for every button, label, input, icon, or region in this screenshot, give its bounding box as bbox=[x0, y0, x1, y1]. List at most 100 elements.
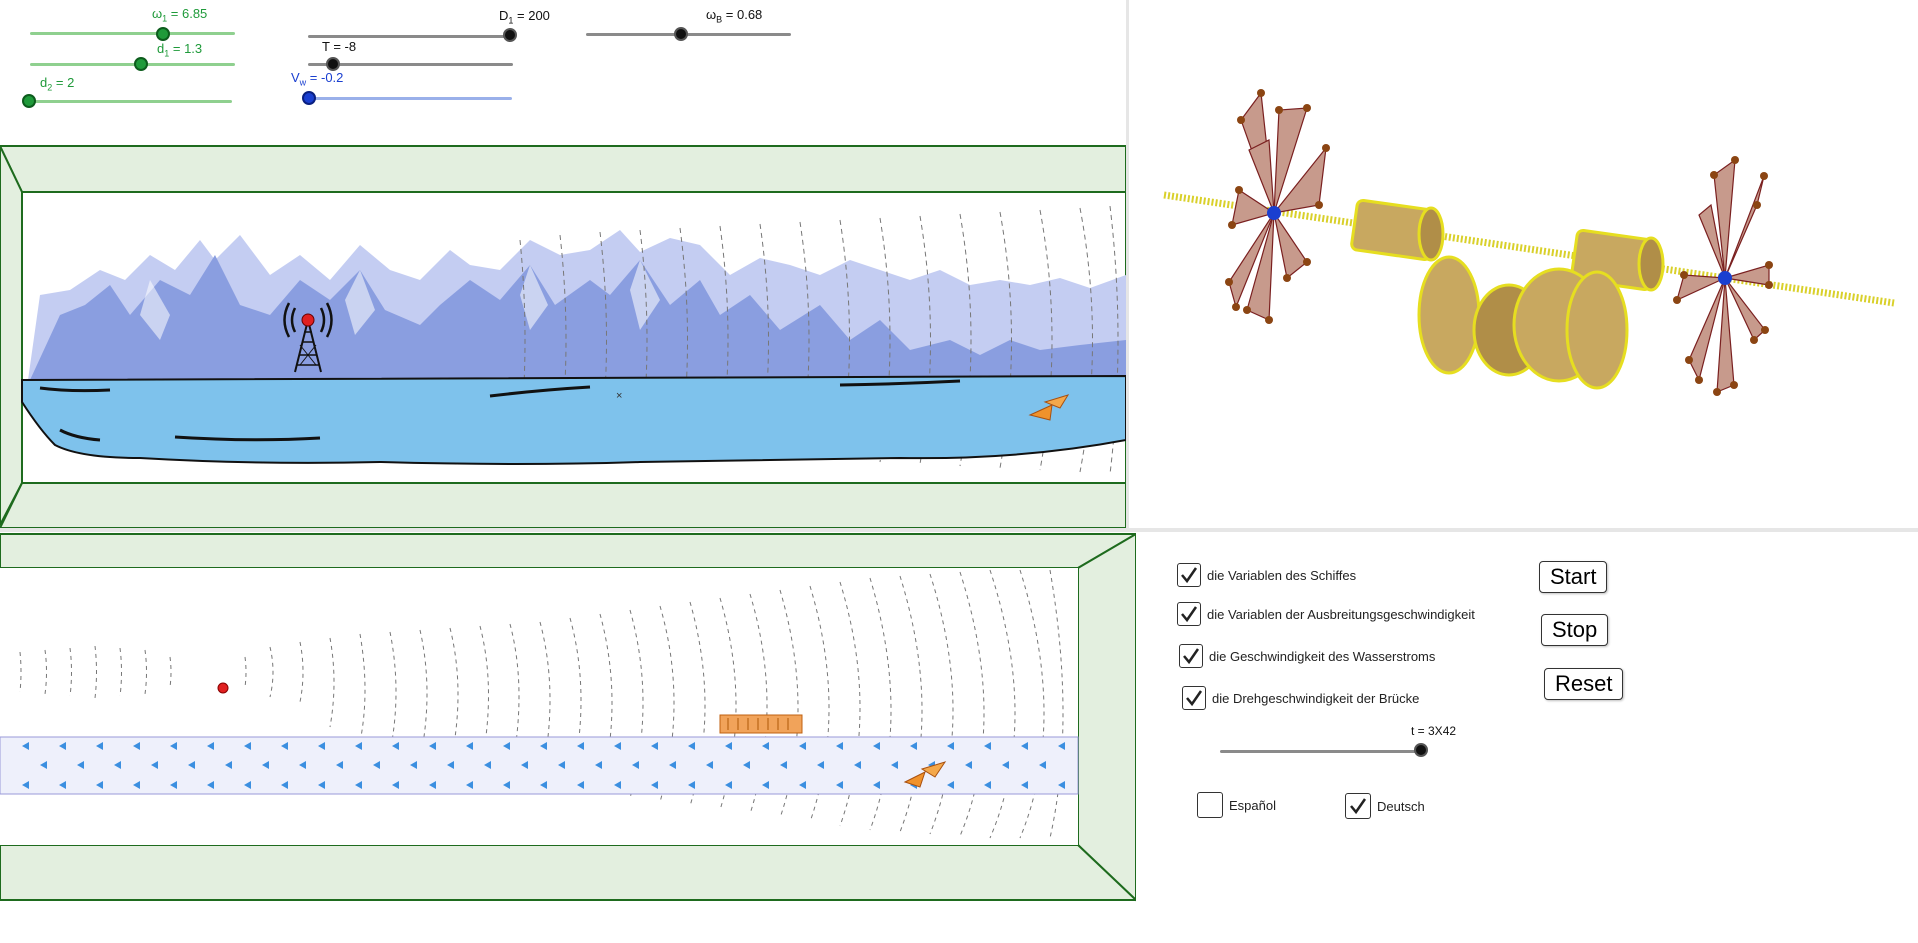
omega1-label: ω1 = 6.85 bbox=[152, 6, 208, 24]
current-arrow-icon bbox=[336, 761, 343, 769]
current-arrow-icon bbox=[651, 781, 658, 789]
checkbox-box[interactable] bbox=[1345, 793, 1371, 819]
checkbox-deutsch[interactable]: Deutsch bbox=[1345, 793, 1425, 819]
current-arrow-icon bbox=[355, 781, 362, 789]
current-arrow-icon bbox=[1058, 742, 1065, 750]
current-arrow-icon bbox=[540, 781, 547, 789]
river-top-view[interactable] bbox=[0, 532, 1136, 902]
T-label: T = -8 bbox=[322, 39, 357, 54]
current-arrow-icon bbox=[244, 742, 251, 750]
checkbox-label: Español bbox=[1229, 797, 1276, 813]
lake-scene-view[interactable]: × bbox=[0, 140, 1126, 528]
Vw-knob[interactable] bbox=[302, 91, 316, 105]
Vw-label: Vw = -0.2 bbox=[291, 70, 344, 88]
d2-track[interactable] bbox=[25, 100, 232, 103]
current-arrow-icon bbox=[688, 781, 695, 789]
current-arrow-icon bbox=[429, 742, 436, 750]
current-arrow-icon bbox=[318, 781, 325, 789]
current-arrow-icon bbox=[114, 761, 121, 769]
start-button[interactable]: Start bbox=[1539, 561, 1608, 593]
current-arrow-icon bbox=[22, 781, 29, 789]
current-arrow-icon bbox=[59, 742, 66, 750]
omegaB-label: ωB = 0.68 bbox=[706, 7, 763, 25]
current-arrow-icon bbox=[244, 781, 251, 789]
ship-bottom bbox=[903, 761, 947, 788]
current-arrow-icon bbox=[669, 761, 676, 769]
T-track[interactable] bbox=[308, 63, 513, 66]
current-arrow-icon bbox=[77, 761, 84, 769]
T-knob[interactable] bbox=[326, 57, 340, 71]
Vw-track[interactable] bbox=[307, 97, 512, 100]
frame-top-2 bbox=[0, 533, 1136, 569]
omega1-knob[interactable] bbox=[156, 27, 170, 41]
bridge-planks bbox=[727, 718, 789, 730]
checkbox-label: die Variablen der Ausbreitungsgeschwindi… bbox=[1207, 606, 1475, 622]
right-wheel-joints bbox=[1673, 156, 1773, 396]
t-label: t = 3X42 bbox=[1411, 724, 1457, 738]
omegaB-knob[interactable] bbox=[674, 27, 688, 41]
current-arrow-icon bbox=[799, 781, 806, 789]
D1-knob[interactable] bbox=[503, 28, 517, 42]
checkbox-label: die Variablen des Schiffes bbox=[1207, 567, 1357, 583]
D1-track[interactable] bbox=[308, 35, 513, 38]
frame-left bbox=[0, 145, 23, 526]
frame-right-2 bbox=[1077, 532, 1136, 902]
river-strip bbox=[0, 736, 1079, 795]
frame-top bbox=[0, 145, 1126, 193]
checkbox-box[interactable] bbox=[1179, 644, 1203, 668]
checkbox-label: die Drehgeschwindigkeit der Brücke bbox=[1212, 690, 1420, 706]
checkbox-espanol[interactable]: Español bbox=[1197, 792, 1276, 818]
current-arrow-icon bbox=[410, 761, 417, 769]
left-wheel-joints bbox=[1225, 89, 1330, 324]
frame-bottom bbox=[0, 482, 1126, 528]
current-arrow-icon bbox=[355, 742, 362, 750]
transmitter-dot bbox=[217, 682, 229, 694]
checkbox-box[interactable] bbox=[1182, 686, 1206, 710]
current-arrow-icon bbox=[281, 742, 288, 750]
current-arrow-icon bbox=[521, 761, 528, 769]
d1-track[interactable] bbox=[30, 63, 235, 66]
current-arrow-icon bbox=[262, 761, 269, 769]
checkbox-box[interactable] bbox=[1197, 792, 1223, 818]
checkbox-ship-variables[interactable]: die Variablen des Schiffes bbox=[1177, 563, 1356, 587]
checkbox-bridge-rotation-speed[interactable]: die Drehgeschwindigkeit der Brücke bbox=[1182, 686, 1419, 710]
current-arrows bbox=[22, 742, 1065, 789]
current-arrow-icon bbox=[947, 781, 954, 789]
current-arrow-icon bbox=[133, 742, 140, 750]
checkbox-propagation-variables[interactable]: die Variablen der Ausbreitungsgeschwindi… bbox=[1177, 602, 1475, 626]
current-arrow-icon bbox=[466, 742, 473, 750]
bridge-3d-view[interactable] bbox=[1129, 0, 1918, 528]
current-arrow-icon bbox=[392, 742, 399, 750]
omega1-track[interactable] bbox=[30, 32, 235, 35]
t-track[interactable] bbox=[1220, 750, 1422, 753]
right-wheel-hub bbox=[1718, 271, 1732, 285]
lake-water bbox=[21, 374, 1126, 465]
left-sail-wheel bbox=[1228, 91, 1327, 321]
right-sail-wheel bbox=[1676, 158, 1770, 393]
checkbox-water-current-speed[interactable]: die Geschwindigkeit des Wasserstroms bbox=[1179, 644, 1435, 668]
current-arrow-icon bbox=[170, 781, 177, 789]
reset-button[interactable]: Reset bbox=[1544, 668, 1624, 700]
current-arrow-icon bbox=[873, 742, 880, 750]
checkmark-icon bbox=[1350, 798, 1367, 815]
current-arrow-icon bbox=[743, 761, 750, 769]
current-arrow-icon bbox=[207, 781, 214, 789]
stop-button[interactable]: Stop bbox=[1541, 614, 1609, 646]
t-knob[interactable] bbox=[1414, 743, 1428, 757]
checkbox-box[interactable] bbox=[1177, 563, 1201, 587]
checkbox-box[interactable] bbox=[1177, 602, 1201, 626]
current-arrow-icon bbox=[151, 761, 158, 769]
checkbox-label: Deutsch bbox=[1377, 798, 1425, 814]
current-arrow-icon bbox=[447, 761, 454, 769]
current-arrow-icon bbox=[503, 781, 510, 789]
omegaB-track[interactable] bbox=[586, 33, 791, 36]
current-arrow-icon bbox=[873, 781, 880, 789]
current-arrow-icon bbox=[484, 761, 491, 769]
d1-knob[interactable] bbox=[134, 57, 148, 71]
current-arrow-icon bbox=[299, 761, 306, 769]
current-arrow-icon bbox=[22, 742, 29, 750]
current-arrow-icon bbox=[207, 742, 214, 750]
d2-knob[interactable] bbox=[22, 94, 36, 108]
current-arrow-icon bbox=[1039, 761, 1046, 769]
current-arrow-icon bbox=[725, 742, 732, 750]
